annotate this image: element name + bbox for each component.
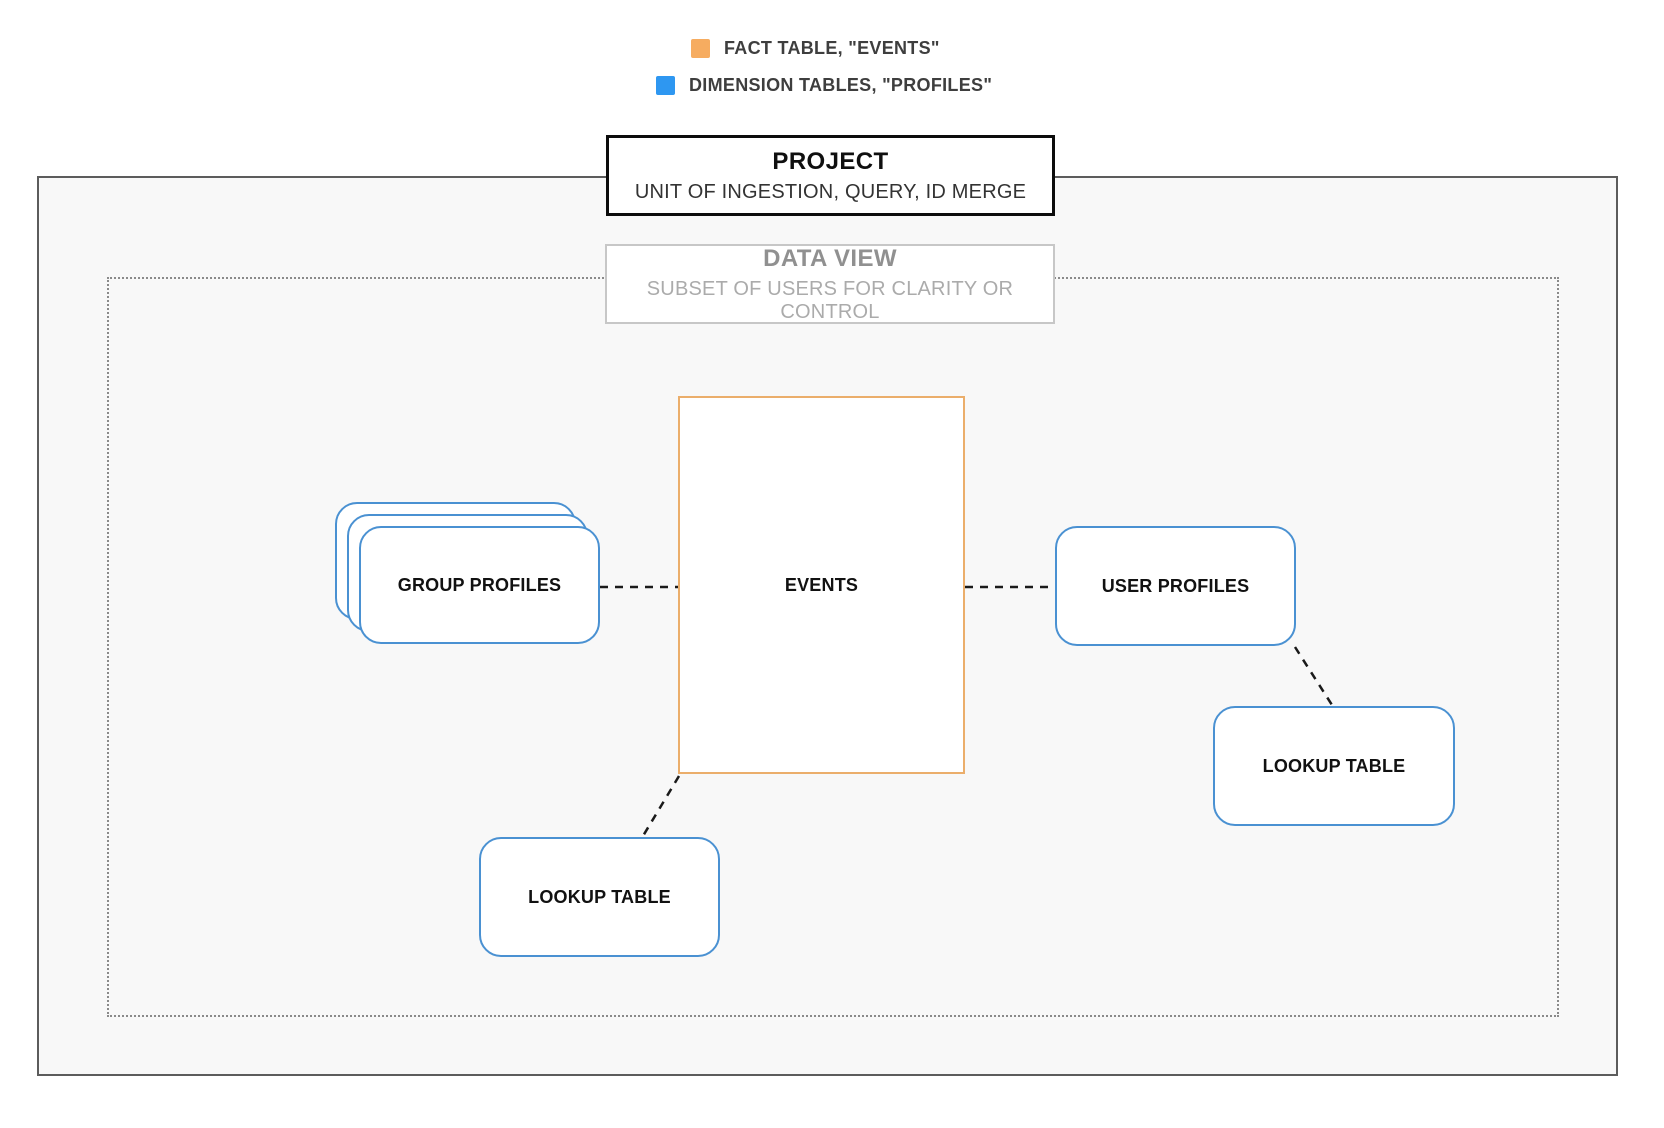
- legend-item-dimension-tables: DIMENSION TABLES, "PROFILES": [656, 74, 992, 96]
- connector-events-to-lookup-table: [641, 775, 681, 837]
- lookup-table-bottom-label: LOOKUP TABLE: [528, 886, 671, 907]
- lookup-table-right-label: LOOKUP TABLE: [1262, 755, 1406, 776]
- connector-user-profiles-to-lookup-table: [1293, 646, 1334, 706]
- data-view-title: DATA VIEW: [763, 244, 897, 272]
- legend-label-fact-table: FACT TABLE, "EVENTS": [724, 37, 940, 58]
- events-label: EVENTS: [784, 574, 859, 595]
- project-subtitle: UNIT OF INGESTION, QUERY, ID MERGE: [634, 180, 1027, 203]
- node-lookup-table-bottom: LOOKUP TABLE: [479, 837, 720, 957]
- node-group-profiles: GROUP PROFILES: [359, 526, 600, 644]
- project-title-box: PROJECT UNIT OF INGESTION, QUERY, ID MER…: [606, 135, 1055, 216]
- project-title: PROJECT: [772, 147, 889, 175]
- legend-item-fact-table: FACT TABLE, "EVENTS": [691, 37, 940, 59]
- node-user-profiles: USER PROFILES: [1055, 526, 1296, 646]
- data-view-title-box: DATA VIEW SUBSET OF USERS FOR CLARITY OR…: [605, 244, 1055, 324]
- group-profiles-label: GROUP PROFILES: [397, 574, 562, 595]
- user-profiles-label: USER PROFILES: [1101, 575, 1250, 596]
- data-view-subtitle: SUBSET OF USERS FOR CLARITY OR CONTROL: [646, 277, 1014, 323]
- fact-table-swatch-icon: [691, 38, 710, 58]
- node-lookup-table-right: LOOKUP TABLE: [1213, 706, 1455, 826]
- legend-label-dimension-tables: DIMENSION TABLES, "PROFILES": [689, 74, 993, 95]
- node-events: EVENTS: [678, 396, 965, 774]
- dimension-tables-swatch-icon: [656, 75, 675, 95]
